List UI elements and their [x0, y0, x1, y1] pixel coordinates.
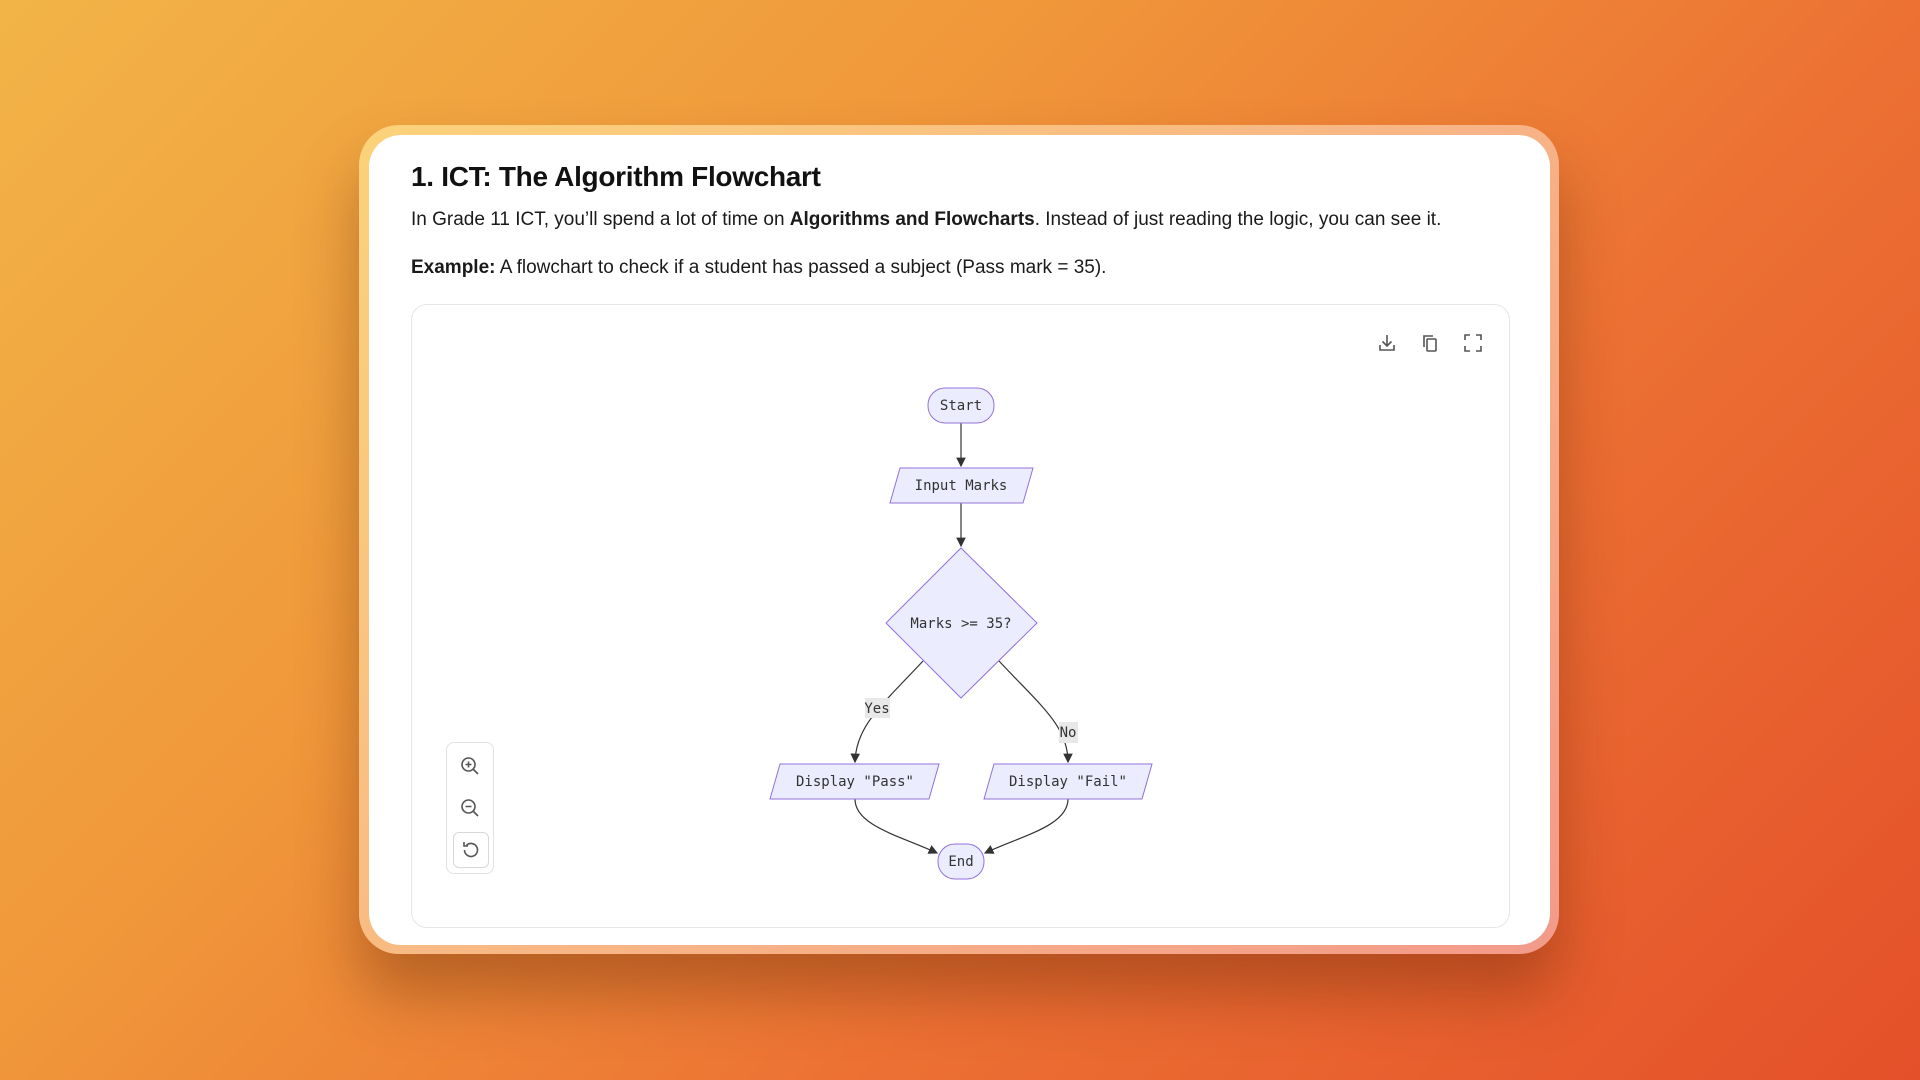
copy-icon	[1423, 335, 1437, 352]
node-pass-label: Display "Pass"	[796, 774, 914, 790]
example-label: Example:	[411, 257, 496, 278]
node-end	[937, 843, 985, 880]
edge-fail-end	[983, 798, 1069, 854]
download-icon	[1379, 335, 1395, 351]
node-end-label: End	[948, 854, 973, 870]
copy-button[interactable]	[1416, 329, 1444, 357]
reset-icon	[463, 842, 479, 858]
no-label-bg	[1059, 722, 1078, 743]
yes-label-bg	[865, 698, 890, 718]
intro-text-end: . Instead of just reading the logic, you…	[1034, 209, 1442, 230]
intro-text: In Grade 11 ICT, you’ll spend a lot of t…	[411, 209, 790, 230]
node-fail	[983, 763, 1153, 800]
article-card: 1. ICT: The Algorithm Flowchart In Grade…	[369, 135, 1550, 945]
reset-zoom-button[interactable]	[453, 832, 489, 868]
zoom-in-icon	[461, 757, 479, 775]
page-title: 1. ICT: The Algorithm Flowchart	[411, 161, 821, 192]
node-decision-label: Marks >= 35?	[910, 616, 1011, 632]
edge-yes-label: Yes	[864, 701, 889, 717]
node-decision	[885, 547, 1038, 699]
intro-bold: Algorithms and Flowcharts	[789, 209, 1035, 230]
zoom-out-button[interactable]	[453, 791, 487, 825]
flowchart: Start Input Marks Marks >= 35? Display "…	[769, 387, 1153, 880]
zoom-out-icon	[461, 799, 479, 817]
node-start-label: Start	[940, 398, 982, 414]
zoom-controls	[446, 742, 494, 874]
node-start	[927, 387, 995, 424]
intro-paragraph: In Grade 11 ICT, you’ll spend a lot of t…	[411, 209, 1441, 231]
fullscreen-button[interactable]	[1459, 329, 1487, 357]
node-input	[889, 467, 1034, 504]
edge-no-label: No	[1060, 725, 1077, 741]
download-button[interactable]	[1373, 329, 1401, 357]
example-paragraph: Example: A flowchart to check if a stude…	[411, 257, 1106, 279]
fullscreen-icon	[1464, 334, 1482, 352]
node-pass	[769, 763, 940, 800]
flowchart-container: Start Input Marks Marks >= 35? Display "…	[411, 304, 1510, 928]
node-fail-label: Display "Fail"	[1009, 774, 1127, 790]
edge-pass-end	[854, 798, 939, 854]
edge-no	[998, 660, 1073, 764]
node-input-label: Input Marks	[915, 478, 1008, 494]
example-text: A flowchart to check if a student has pa…	[495, 257, 1107, 278]
zoom-in-button[interactable]	[453, 749, 487, 783]
